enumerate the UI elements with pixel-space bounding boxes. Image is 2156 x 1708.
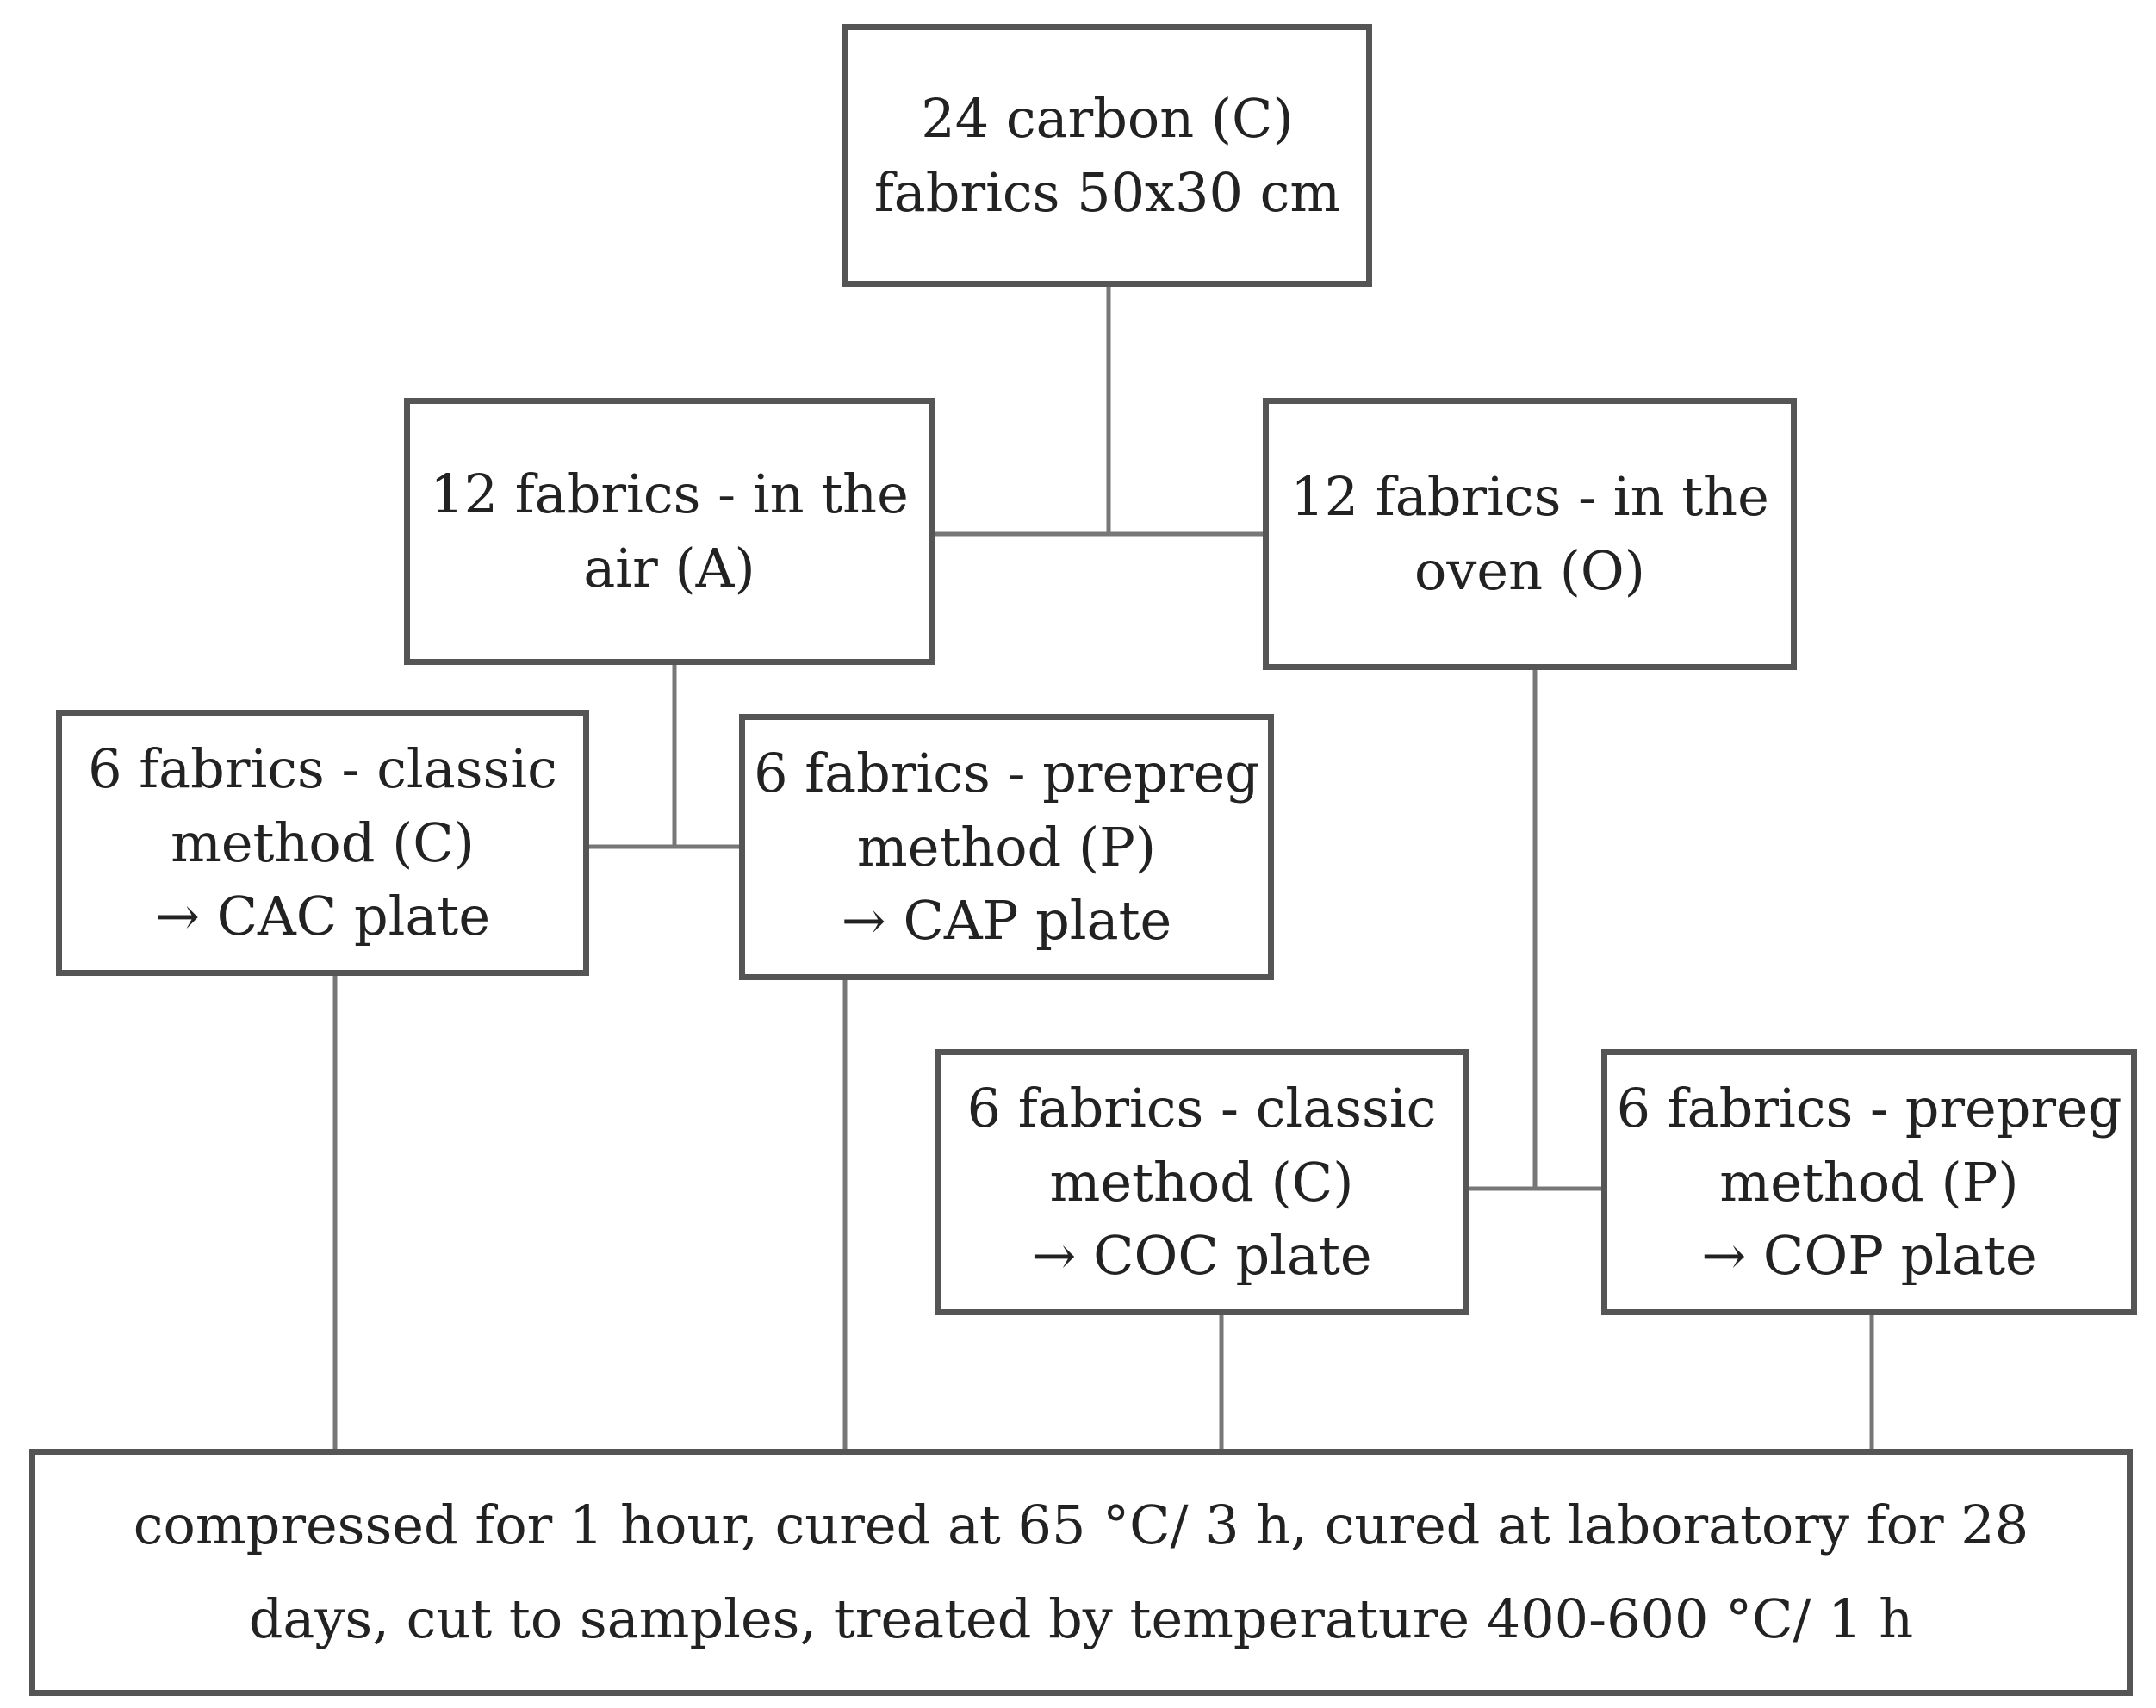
node-coc-label: 6 fabrics - classic method (C) → COC pla…: [966, 1077, 1437, 1288]
node-cap: 6 fabrics - prepreg method (P) → CAP pla…: [739, 714, 1274, 980]
node-final: compressed for 1 hour, cured at 65 °C/ 3…: [29, 1449, 2133, 1696]
node-oven: 12 fabrics - in the oven (O): [1263, 398, 1797, 670]
node-final-label: compressed for 1 hour, cured at 65 °C/ 3…: [133, 1494, 2029, 1650]
node-cop-label: 6 fabrics - prepreg method (P) → COP pla…: [1616, 1077, 2122, 1288]
node-oven-label: 12 fabrics - in the oven (O): [1290, 465, 1769, 602]
node-cac: 6 fabrics - classic method (C) → CAC pla…: [56, 710, 589, 976]
node-cac-label: 6 fabrics - classic method (C) → CAC pla…: [88, 737, 557, 948]
node-air-label: 12 fabrics - in the air (A): [430, 463, 909, 599]
node-coc: 6 fabrics - classic method (C) → COC pla…: [935, 1049, 1469, 1315]
node-root: 24 carbon (C) fabrics 50x30 cm: [842, 24, 1372, 287]
node-cop: 6 fabrics - prepreg method (P) → COP pla…: [1601, 1049, 2137, 1315]
node-cap-label: 6 fabrics - prepreg method (P) → CAP pla…: [754, 742, 1259, 953]
node-air: 12 fabrics - in the air (A): [404, 398, 935, 665]
node-root-label: 24 carbon (C) fabrics 50x30 cm: [873, 86, 1341, 224]
